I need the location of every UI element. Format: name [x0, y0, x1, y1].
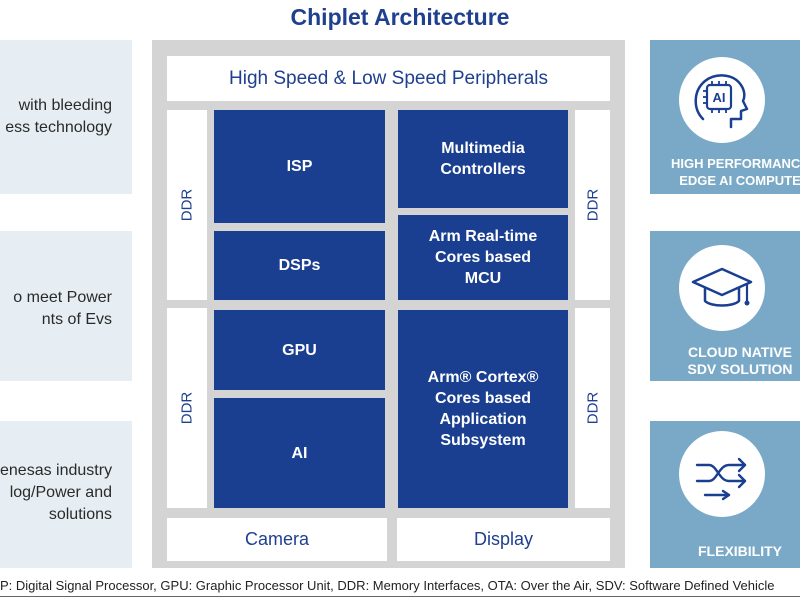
footer-abbreviations: P: Digital Signal Processor, GPU: Graphi… — [0, 578, 775, 593]
left-panel-text-line: enesas industry — [0, 462, 113, 479]
ddr-right-top: DDR — [575, 110, 610, 300]
ddr-label: DDR — [178, 188, 196, 222]
dsps-label: DSPs — [278, 257, 321, 274]
display-label: Display — [473, 529, 534, 549]
mcu-label-line: Arm Real-time — [428, 228, 538, 245]
ai-block: AI — [214, 398, 385, 508]
page-title: Chiplet Architecture — [290, 4, 510, 30]
ddr-label: DDR — [584, 188, 601, 222]
app-label-line: Arm® Cortex® — [427, 369, 539, 386]
multimedia-label-line: Multimedia — [441, 140, 525, 157]
dsps-block: DSPs — [214, 231, 385, 300]
left-panel-power: o meet Power nts of Evs — [0, 231, 132, 381]
ddr-right-bottom: DDR — [575, 308, 610, 508]
right-panel-flexibility: FLEXIBILITY — [650, 421, 800, 568]
left-panel-text-line: ess technology — [5, 119, 112, 136]
ddr-left-top: DDR — [167, 110, 207, 300]
gpu-label: GPU — [282, 341, 317, 359]
mcu-label-line: MCU — [464, 270, 502, 287]
gpu-block: GPU — [214, 310, 385, 390]
peripherals-label: High Speed & Low Speed Peripherals — [229, 67, 548, 89]
mcu-label-line: Cores based — [434, 249, 532, 266]
right-panel-label-line: SDV SOLUTION — [687, 361, 793, 377]
camera-block: Camera — [167, 518, 387, 561]
left-panel-text-line: log/Power and — [9, 484, 112, 501]
right-panel-label-line: HIGH PERFORMANCE — [671, 156, 800, 171]
right-panel-cloud-native: CLOUD NATIVE SDV SOLUTION — [650, 231, 800, 381]
app-label-line: Subsystem — [440, 432, 526, 449]
left-panel-text-line: nts of Evs — [41, 311, 112, 328]
right-panel-label-line: FLEXIBILITY — [698, 543, 782, 559]
graduation-cap-icon — [679, 245, 765, 331]
display-block: Display — [397, 518, 610, 561]
ai-icon-text: AI — [713, 90, 726, 105]
right-panel-label-line: EDGE AI COMPUTE — [679, 173, 800, 188]
app-label-line: Cores based — [434, 390, 532, 407]
multimedia-label-line: Controllers — [440, 161, 526, 178]
right-panel-label-line: CLOUD NATIVE — [688, 344, 792, 360]
ai-label: AI — [291, 444, 308, 462]
left-panel-text-line: solutions — [48, 506, 112, 523]
ddr-label: DDR — [178, 391, 196, 425]
flexible-arrows-icon — [679, 431, 765, 517]
ddr-left-bottom: DDR — [167, 308, 207, 508]
ai-brain-icon: AI — [679, 57, 765, 143]
left-panel-solutions: enesas industry log/Power and solutions — [0, 421, 132, 568]
right-panel-ai-compute: AI HIGH PERFORMANCE EDGE AI COMPUTE — [650, 40, 800, 194]
isp-label: ISP — [286, 158, 313, 175]
mcu-block: Arm Real-time Cores based MCU — [398, 215, 568, 300]
app-label-line: Application — [439, 411, 527, 428]
left-panel-text-line: o meet Power — [13, 289, 112, 306]
ddr-label: DDR — [584, 391, 601, 425]
application-subsystem-block: Arm® Cortex® Cores based Application Sub… — [398, 310, 568, 508]
camera-label: Camera — [244, 529, 310, 549]
isp-block: ISP — [214, 110, 385, 223]
multimedia-controllers-block: Multimedia Controllers — [398, 110, 568, 208]
footer-divider — [0, 596, 800, 597]
left-panel-text-line: with bleeding — [18, 97, 112, 114]
peripherals-block: High Speed & Low Speed Peripherals — [167, 56, 610, 101]
left-panel-technology: with bleeding ess technology — [0, 40, 132, 194]
